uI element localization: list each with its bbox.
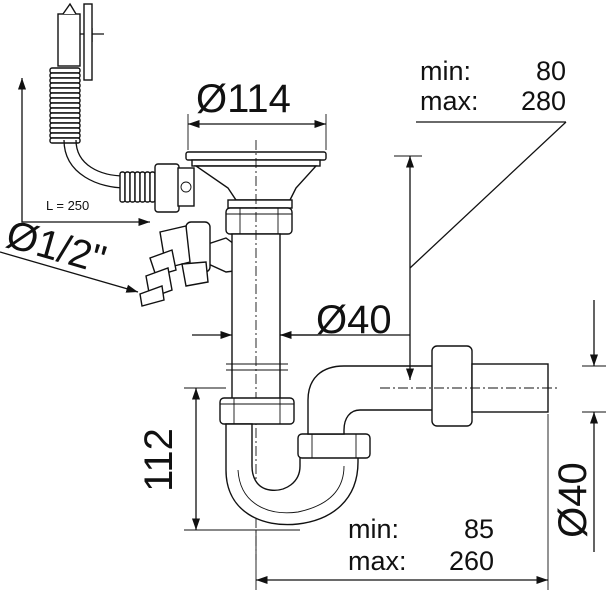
dimension-hose-length: L = 250 (17, 78, 150, 227)
dimension-pipe-diameter-40: Ø40 (192, 298, 410, 342)
dimension-trap-depth: 112 (137, 387, 300, 531)
label-thread-half-inch: Ø1/2" (2, 212, 111, 282)
overflow-assembly (49, 2, 126, 189)
outlet-elbow (307, 345, 560, 435)
dimension-wall-outlet-diameter: Ø40 (551, 300, 606, 552)
label-bottom-min: min: (348, 514, 399, 544)
dimension-height-range: min: 80 max: 280 (394, 56, 567, 380)
overflow-connector (119, 163, 195, 213)
side-inlet (139, 221, 243, 307)
lower-nut (219, 397, 295, 425)
value-top-min: 80 (536, 56, 566, 86)
label-hose-length: L = 250 (46, 198, 89, 213)
value-bottom-max: 260 (449, 546, 494, 576)
label-bottom-max: max: (348, 546, 407, 576)
upper-nut (225, 207, 293, 235)
dimension-width-range: min: 85 max: 260 (255, 414, 549, 590)
value-top-max: 280 (521, 86, 566, 116)
overflow-hose (49, 67, 81, 144)
label-top-min: min: (420, 56, 471, 86)
label-top-max: max: (420, 86, 479, 116)
outlet-nut (297, 433, 371, 459)
label-trap-depth: 112 (137, 428, 181, 492)
label-diameter-114: Ø114 (196, 77, 291, 121)
label-wall-outlet-diameter: Ø40 (551, 462, 595, 538)
dimension-thread-half-inch: Ø1/2" (0, 212, 139, 293)
label-diameter-40: Ø40 (316, 298, 392, 342)
dimension-diameter-114: Ø114 (187, 77, 327, 150)
value-bottom-min: 85 (464, 514, 494, 544)
